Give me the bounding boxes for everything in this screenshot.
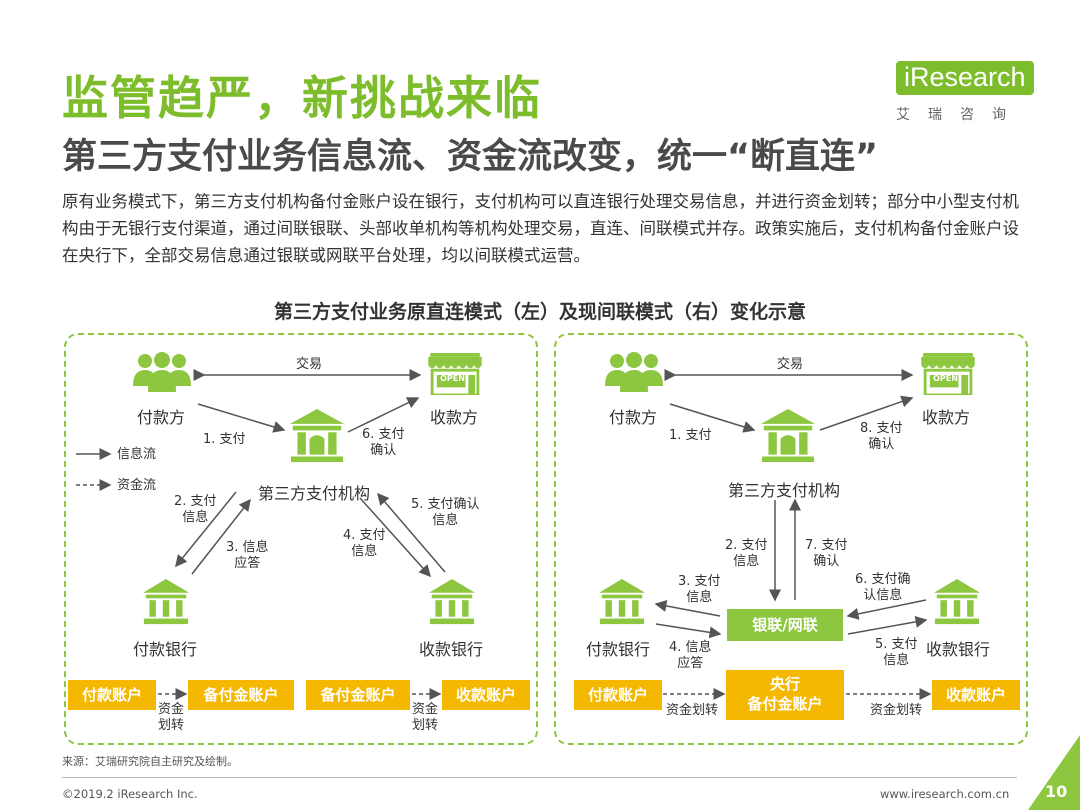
right-panel: [554, 333, 1028, 745]
transfer-label: 资金划转: [666, 703, 719, 718]
reserve-account-box: 备付金账户: [306, 680, 410, 710]
trade-label: 交易: [296, 357, 323, 372]
payer-people-icon: [605, 352, 663, 392]
brand-wordmark: iResearch: [896, 61, 1034, 95]
step6-arrow: [846, 599, 927, 620]
step7-label: 7. 支付确认: [805, 538, 848, 569]
copyright: ©2019.2 iResearch Inc.: [62, 787, 198, 801]
institution-building-icon: [761, 409, 815, 463]
payer-people-icon: [133, 352, 191, 392]
step5-label: 5. 支付确认信息: [411, 497, 480, 528]
step6-label: 6. 支付确认信息: [855, 572, 911, 603]
step2-label: 2. 支付信息: [174, 494, 217, 525]
page-corner: [1028, 735, 1080, 810]
page-number: 10: [1045, 782, 1068, 801]
open-sign: OPEN: [440, 374, 465, 383]
step2-arrow: [175, 491, 237, 568]
payee-bank-icon: [429, 579, 475, 625]
clearing-platform-box: 银联/网联: [727, 609, 843, 641]
reserve-account-box: 备付金账户: [188, 680, 294, 710]
step3-label: 3. 信息应答: [226, 540, 269, 571]
source-note: 来源：艾瑞研究院自主研究及绘制。: [62, 755, 238, 768]
diagram-title: 第三方支付业务原直连模式（左）及现间联模式（右）变化示意: [273, 301, 806, 323]
payee-account-box: 收款账户: [442, 680, 530, 710]
payee-label: 收款方: [922, 408, 971, 427]
step1-arrow: [669, 403, 756, 433]
step4-label: 4. 信息应答: [669, 640, 712, 671]
step1-label: 1. 支付: [669, 428, 712, 443]
payer-label: 付款方: [137, 408, 186, 427]
step4-label: 4. 支付信息: [343, 528, 386, 559]
left-panel: [64, 333, 538, 745]
payer-label: 付款方: [609, 408, 658, 427]
description-paragraph: 原有业务模式下，第三方支付机构备付金账户设在银行，支付机构可以直连银行处理交易信…: [62, 192, 1019, 265]
transfer-label: 资金划转: [158, 702, 185, 733]
page-subtitle: 第三方支付业务信息流、资金流改变，统一“断直连”: [62, 137, 879, 177]
step8-arrow: [819, 395, 914, 431]
step3-label: 3. 支付信息: [678, 574, 721, 605]
institution-label: 第三方支付机构: [728, 481, 841, 500]
website-url: www.iresearch.com.cn: [880, 787, 1010, 801]
legend-fund-label: 资金流: [117, 478, 157, 493]
brand-logo: iResearch: [896, 61, 1034, 95]
central-bank-reserve-box: 央行备付金账户: [726, 670, 844, 720]
payee-account-box: 收款账户: [932, 680, 1020, 710]
trade-label: 交易: [777, 357, 804, 372]
footer-divider: [62, 777, 1017, 778]
payee-label: 收款方: [430, 408, 479, 427]
step6-label: 6. 支付确认: [362, 427, 405, 458]
payer-account-box: 付款账户: [574, 680, 662, 710]
transfer-label: 资金划转: [412, 702, 439, 733]
step6-arrow: [347, 397, 420, 433]
step4-arrow: [359, 497, 432, 578]
step8-label: 8. 支付确认: [860, 421, 903, 452]
step1-arrow: [197, 403, 286, 433]
step5-arrow: [847, 615, 928, 635]
step4-arrow: [655, 623, 722, 639]
step1-label: 1. 支付: [203, 432, 246, 447]
payer-bank-icon: [143, 579, 189, 625]
payee-bank-label: 收款银行: [926, 640, 991, 659]
open-sign: OPEN: [933, 374, 958, 383]
institution-label: 第三方支付机构: [258, 484, 371, 503]
payer-bank-label: 付款银行: [586, 640, 651, 659]
step5-label: 5. 支付信息: [875, 637, 918, 668]
payee-bank-icon: [934, 579, 980, 625]
payer-account-box: 付款账户: [68, 680, 156, 710]
transfer-label: 资金划转: [870, 703, 923, 718]
brand-chinese-name: 艾瑞咨询: [896, 107, 1024, 123]
institution-building-icon: [290, 409, 344, 463]
step5-arrow: [377, 492, 446, 573]
payer-bank-icon: [599, 579, 645, 625]
page-title: 监管趋严，新挑战来临: [62, 71, 542, 125]
payee-bank-label: 收款银行: [419, 640, 484, 659]
step2-label: 2. 支付信息: [725, 538, 768, 569]
legend-info-label: 信息流: [117, 447, 157, 462]
step3-arrow: [191, 498, 251, 575]
step3-arrow: [654, 600, 721, 617]
payer-bank-label: 付款银行: [133, 640, 198, 659]
